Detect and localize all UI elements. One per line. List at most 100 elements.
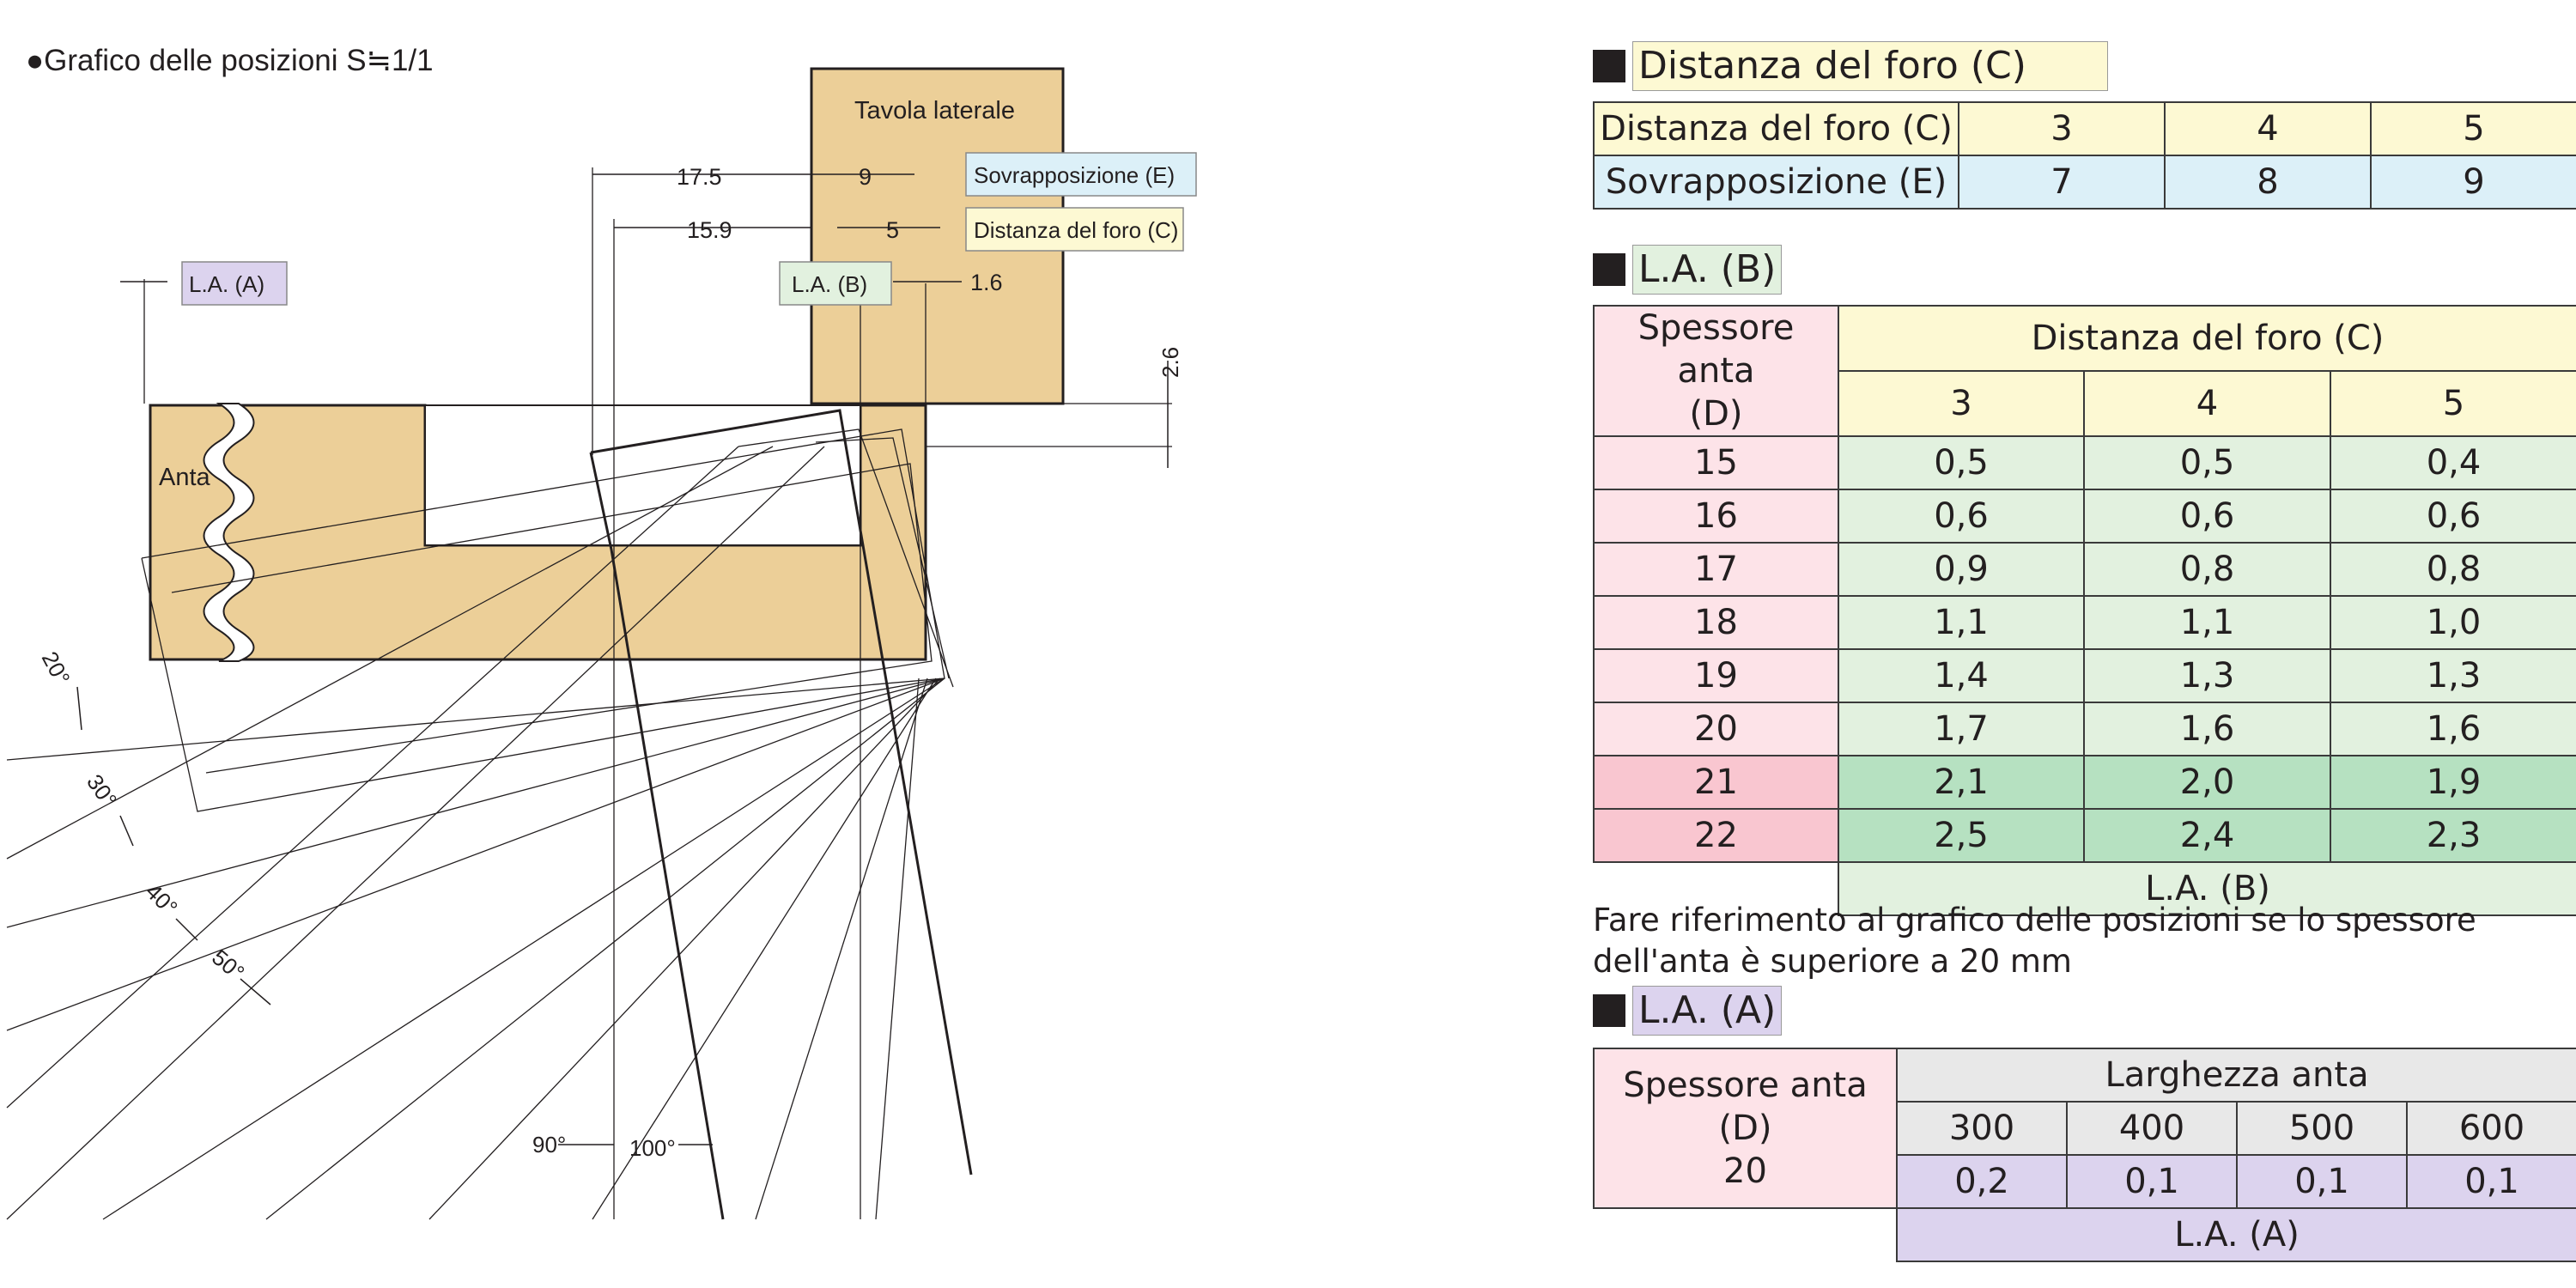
angle-40: 40° [141,878,183,920]
table-cell: 0,6 [1838,489,2085,544]
table-cell: 1,0 [2329,595,2576,650]
dimension-lines [76,173,1169,1145]
table-cell: 1,3 [2329,648,2576,703]
column-header: 4 [2083,370,2331,437]
column-header: 400 [2066,1101,2238,1156]
table-cell: 0,6 [2329,489,2576,544]
table-cell: 0,5 [1838,435,2085,490]
section-la-b-heading: L.A. (B) [1593,245,1783,295]
table-footer-row: L.A. (B) [1594,861,2576,916]
diagram-title: ●Grafico delle posizioni S≒1/1 [26,44,434,77]
thickness-cell: 21 [1593,755,1839,810]
la-b-tag: L.A. (B) [792,271,867,297]
thickness-cell: 18 [1593,595,1839,650]
la-b-footer: L.A. (B) [1837,861,2576,916]
section-title: Distanza del foro (C) [1632,41,2108,91]
section-title: L.A. (A) [1632,986,1783,1036]
table-cell: 1,3 [2083,648,2331,703]
table-cell: 2,0 [2083,755,2331,810]
angle-30: 30° [82,769,122,811]
table-cell: 0,6 [2083,489,2331,544]
door-open-outline [590,409,973,1176]
table-cell: 1,1 [1838,595,2085,650]
table-cell: 9 [2370,155,2576,210]
section-la-a-heading: L.A. (A) [1593,986,1783,1036]
table-cell: 0,4 [2329,435,2576,490]
thickness-cell: 16 [1593,489,1839,544]
angle-20: 20° [37,647,76,690]
table-cell: 2,4 [2083,808,2331,863]
black-square-icon [1593,253,1625,286]
section-hole-distance-heading: Distanza del foro (C) [1593,41,2108,91]
column-header: 600 [2405,1101,2576,1156]
hole-distance-table: Distanza del foro (C) 3 4 5 Sovrapposizi… [1593,101,2576,210]
dim-1-6: 1.6 [970,270,1003,295]
table-cell: 4 [2164,101,2372,156]
door-width-header: Larghezza anta [1895,1048,2576,1103]
row-header: Sovrapposizione (E) [1593,155,1959,210]
table-cell: 0,1 [2236,1154,2408,1209]
thickness-header: Spessore anta (D) [1593,305,1839,437]
black-square-icon [1593,994,1625,1027]
table-cell: 1,6 [2083,702,2331,756]
side-panel-label: Tavola laterale [854,97,1015,125]
la-a-tag: L.A. (A) [189,271,264,297]
la-b-table: Spessore anta (D) Distanza del foro (C) … [1593,305,2576,916]
overlap-tag: Sovrapposizione (E) [974,162,1175,188]
column-header: 500 [2236,1101,2408,1156]
row-header: Distanza del foro (C) [1593,101,1959,156]
door-open-outline-b [589,452,725,1220]
hole-distance-header: Distanza del foro (C) [1837,305,2576,372]
table-cell: 3 [1958,101,2166,156]
table-cell: 8 [2164,155,2372,210]
swing-lines [6,167,1172,1220]
table-row: Sovrapposizione (E) 7 8 9 [1593,155,2576,210]
thickness-cell: 20 [1593,702,1839,756]
la-a-tag-box [181,261,288,306]
table-cell: 1,1 [2083,595,2331,650]
overlap-tag-box [965,152,1197,197]
column-header: 3 [1838,370,2085,437]
thickness-cell: 15 [1593,435,1839,490]
table-cell: 0,1 [2405,1154,2576,1209]
la-b-tag-box [779,261,892,306]
black-square-icon [1593,50,1625,82]
table-cell: 2,1 [1838,755,2085,810]
table-cell: 1,4 [1838,648,2085,703]
table-cell: 7 [1958,155,2166,210]
table-cell: 5 [2370,101,2576,156]
table-footer-row: L.A. (A) [1594,1207,2576,1262]
angle-50: 50° [207,945,249,986]
door-break [203,403,255,662]
dim-5: 5 [886,217,899,243]
column-header: 300 [1896,1101,2068,1156]
position-diagram: ●Grafico delle posizioni S≒1/1 Tavola la… [6,44,1197,1220]
thickness-cell: 22 [1593,808,1839,863]
angle-90: 90° [532,1132,566,1157]
note-text: Fare riferimento al grafico delle posizi… [1593,902,2476,980]
column-header: 5 [2329,370,2576,437]
table-cell: 0,5 [2083,435,2331,490]
table-cell: 1,7 [1838,702,2085,756]
dim-2-6: 2.6 [1157,347,1183,378]
dim-17-5: 17.5 [677,164,722,190]
table-cell: 0,9 [1838,542,2085,597]
table-cell: 0,1 [2066,1154,2238,1209]
thickness-header: Spessore anta (D) 20 [1593,1048,1898,1209]
table-cell: 1,6 [2329,702,2576,756]
section-title: L.A. (B) [1632,245,1783,295]
thickness-cell: 17 [1593,542,1839,597]
la-a-table: Spessore anta (D) 20 Larghezza anta 300 … [1593,1048,2576,1262]
angle-100: 100° [629,1135,676,1161]
table-row: Distanza del foro (C) 3 4 5 [1593,101,2576,156]
door-label: Anta [159,464,211,491]
thickness-cell: 19 [1593,648,1839,703]
table-header-row: Spessore anta (D) 20 Larghezza anta [1593,1048,2576,1209]
hole-distance-tag: Distanza del foro (C) [974,217,1178,243]
